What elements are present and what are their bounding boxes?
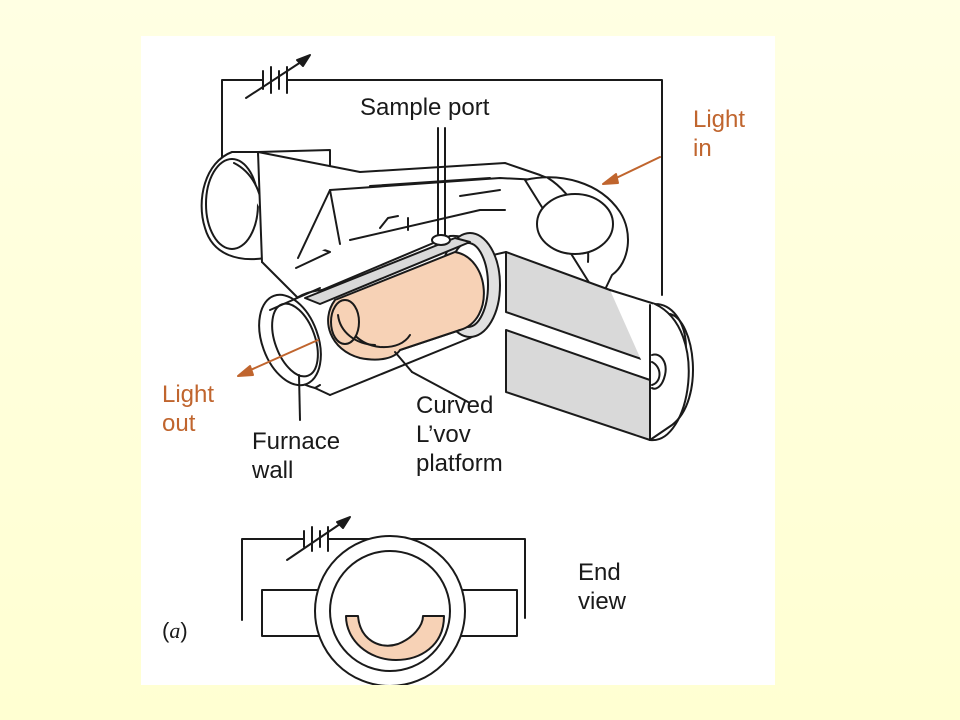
furnace-diagram xyxy=(200,54,694,685)
right-electrode xyxy=(524,176,629,301)
light-in-line-2: in xyxy=(693,135,712,162)
light-in-line-1: Light xyxy=(693,106,746,133)
sample-port-label: Sample port xyxy=(360,94,490,121)
platform-line-2: L’vov xyxy=(416,421,471,448)
platform-line-3: platform xyxy=(416,450,503,477)
diagram-panel: Sample port Light in Light out Furnace w… xyxy=(141,36,775,685)
platform-label: Curved L’vov platform xyxy=(416,391,503,478)
lvov-platform xyxy=(327,251,485,361)
furnace-wall-label: Furnace wall xyxy=(252,427,340,485)
end-view-line-1: End xyxy=(578,559,621,586)
furnace-wall-line-2: wall xyxy=(252,457,294,484)
end-view-label: End view xyxy=(578,558,626,616)
end-view-line-2: view xyxy=(578,588,627,615)
figure-tag-open: ( xyxy=(162,618,170,643)
light-out-arrow xyxy=(237,339,319,377)
right-slabs xyxy=(505,251,694,442)
tube-top-slab xyxy=(304,237,471,305)
sample-port xyxy=(431,127,451,246)
end-view xyxy=(241,516,526,685)
figure-tag: (a) xyxy=(162,616,188,645)
light-out-line-2: out xyxy=(162,410,196,437)
light-out-line-1: Light xyxy=(162,381,215,408)
platform-line-1: Curved xyxy=(416,392,494,419)
light-in-arrow xyxy=(602,156,661,185)
power-circuit xyxy=(221,54,663,296)
figure-tag-close: ) xyxy=(180,618,188,643)
furnace-wall-line-1: Furnace xyxy=(252,428,341,455)
light-in-label: Light in xyxy=(693,105,745,163)
figure-tag-letter: a xyxy=(169,618,181,643)
light-out-label: Light out xyxy=(162,380,214,438)
